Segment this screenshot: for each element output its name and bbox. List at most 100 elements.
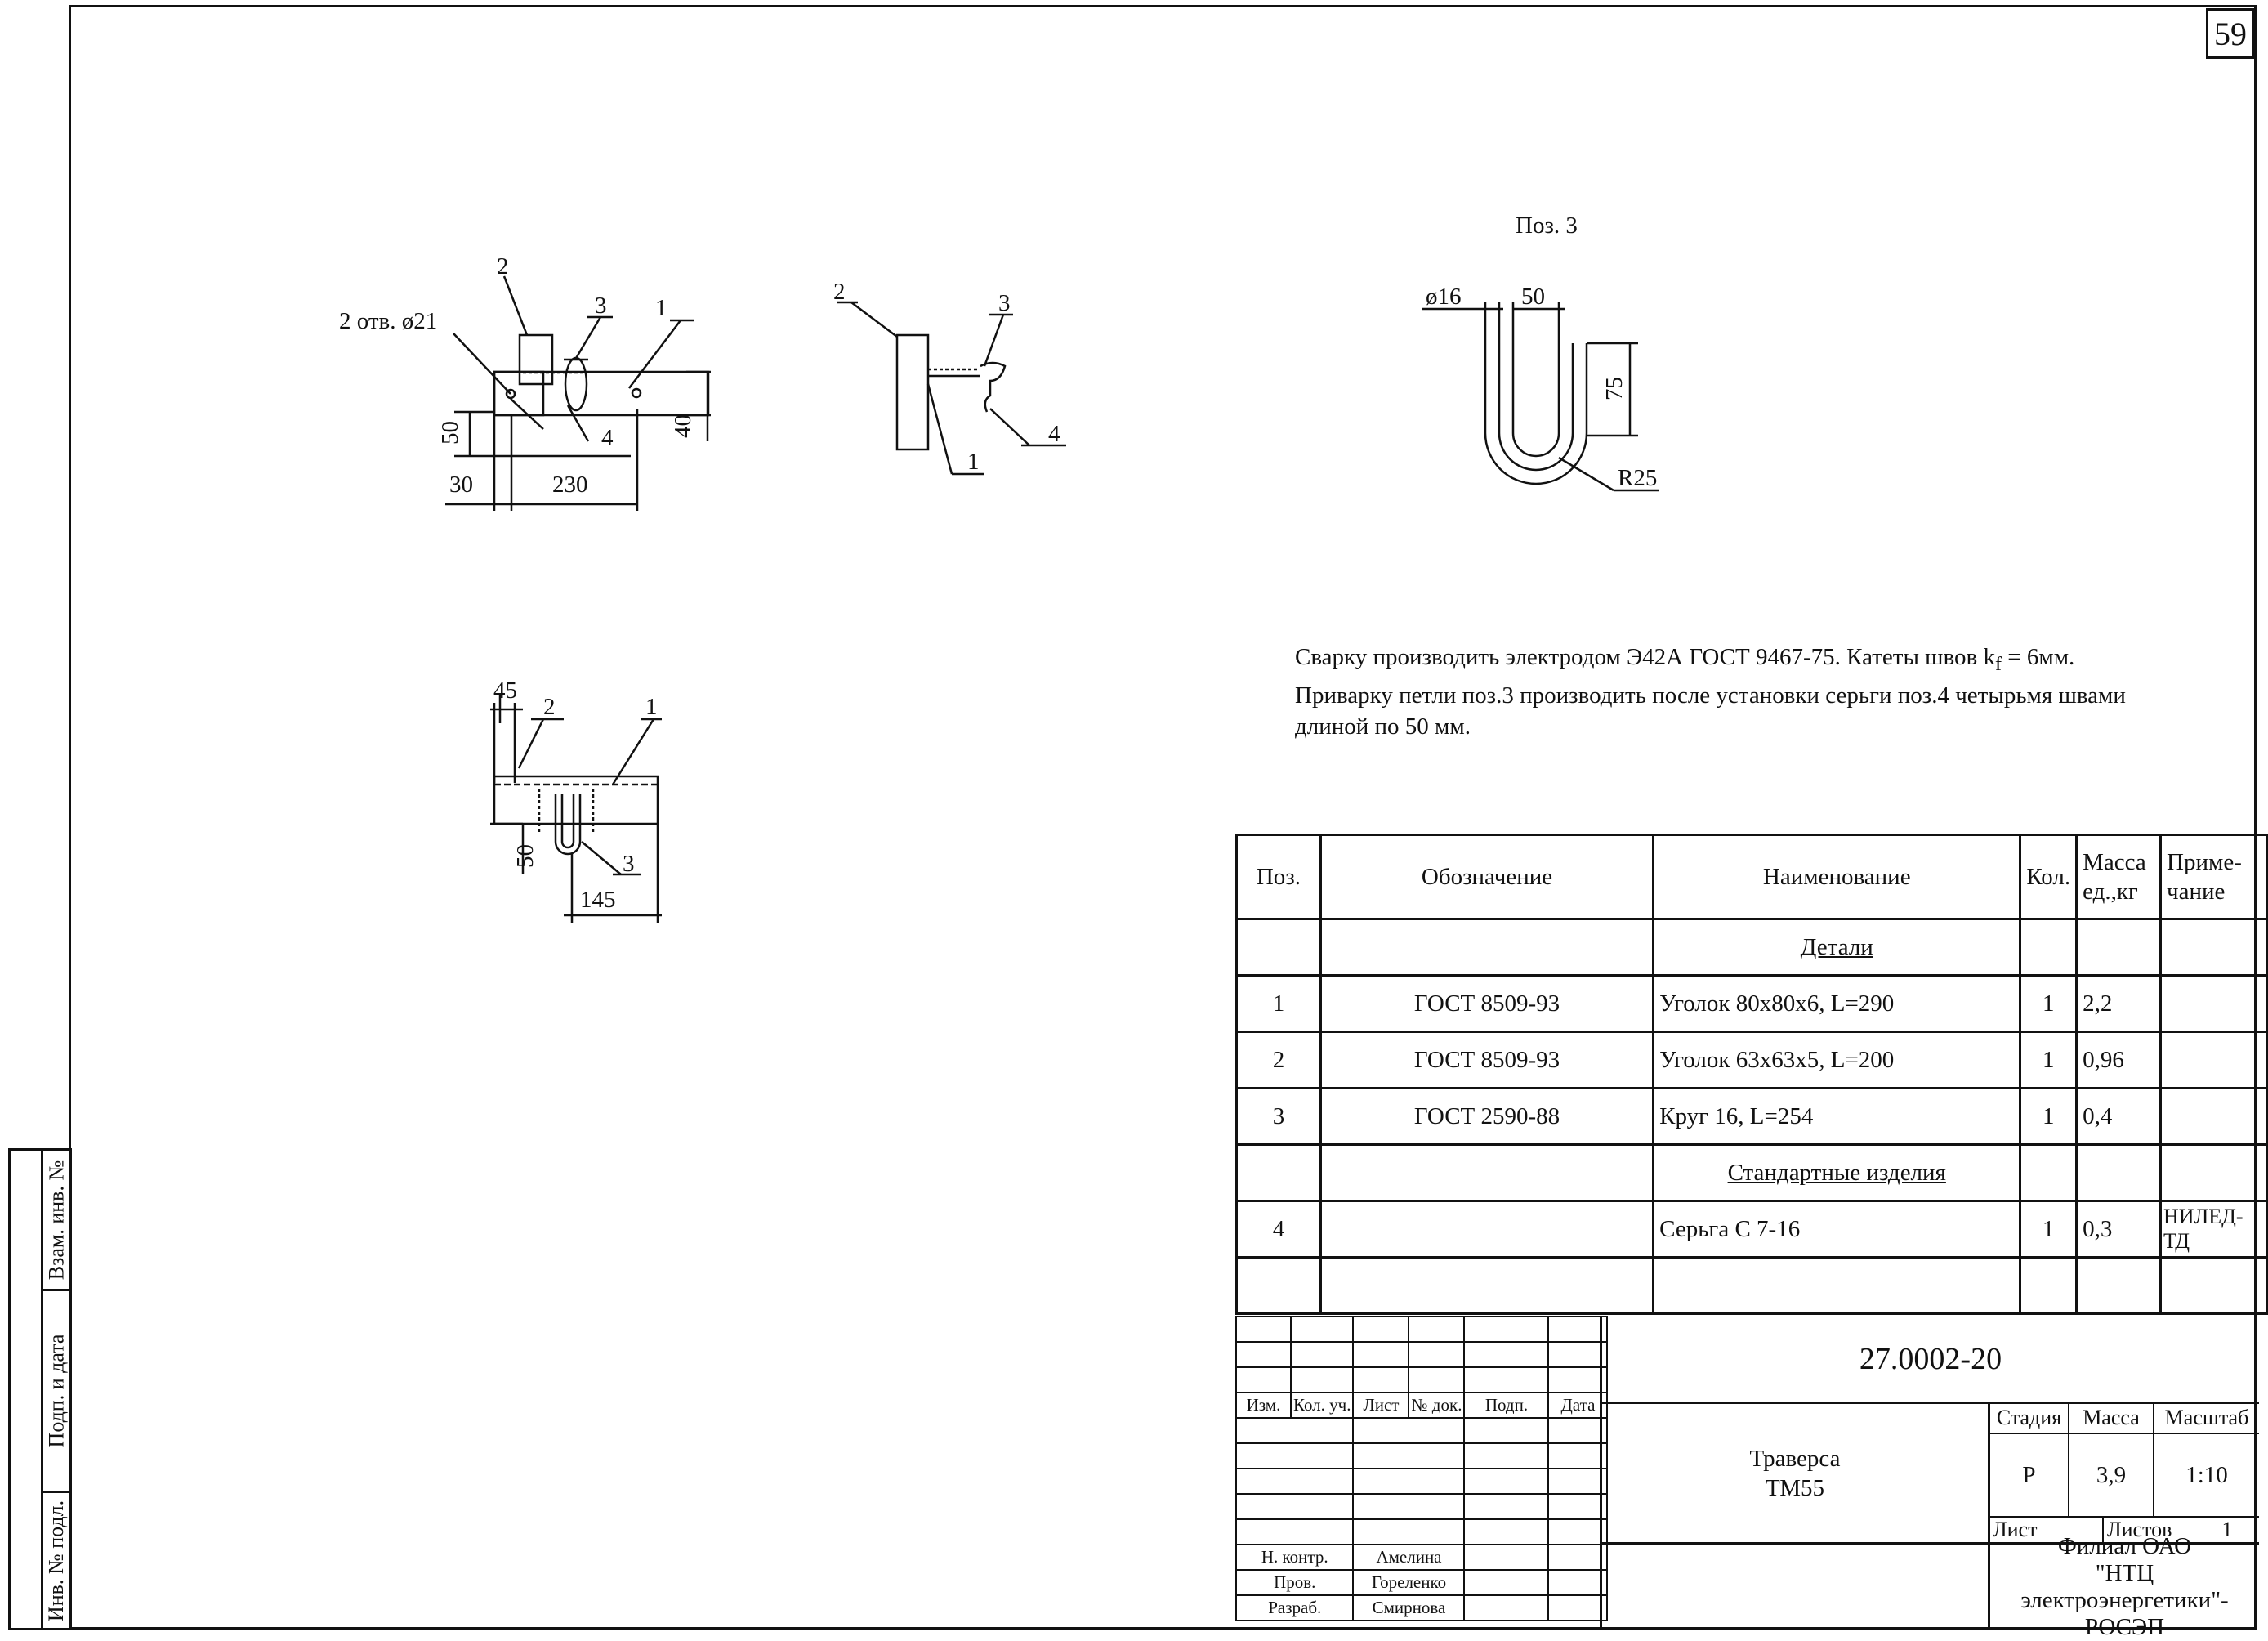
- view1-pos2: 2: [497, 253, 509, 279]
- role-norm-control: Н. контр.: [1234, 1544, 1355, 1571]
- cell-mass: 0,4: [2075, 1087, 2163, 1146]
- signature-row: Н. контр. Амелина: [1234, 1544, 1609, 1571]
- section-details-title: Детали: [1800, 933, 1873, 960]
- col-list: Лист: [1352, 1392, 1410, 1419]
- header-designation: Обозначение: [1319, 834, 1655, 920]
- title-line-1: Траверса: [1749, 1445, 1841, 1472]
- hole-label: 2 отв. ø21: [339, 308, 437, 334]
- header-note: Приме-чание: [2159, 834, 2268, 920]
- view1-dim-40: 40: [670, 414, 696, 438]
- table-row: 3 ГОСТ 2590-88 Круг 16, L=254 1 0,4: [1235, 1087, 2268, 1146]
- cell-name: Серьга С 7-16: [1652, 1200, 2022, 1259]
- view3-dia: ø16: [1426, 284, 1462, 310]
- stage-value: Р: [2022, 1461, 2036, 1488]
- cell-mass: 0,96: [2075, 1031, 2163, 1089]
- sheets-count: 1: [2221, 1518, 2233, 1541]
- cell-pos: 4: [1235, 1200, 1322, 1259]
- title-line-2: ТМ55: [1765, 1474, 1825, 1501]
- section-row-standard: Стандартные изделия: [1235, 1143, 2268, 1202]
- note-line-3: длиной по 50 мм.: [1295, 713, 1471, 740]
- role-checked: Пров.: [1234, 1569, 1355, 1596]
- view1-pos1: 1: [655, 295, 667, 321]
- technical-notes: Сварку производить электродом Э42А ГОСТ …: [1295, 642, 2243, 742]
- specification-table: Поз. Обозначение Наименование Кол. Масса…: [1235, 834, 2268, 1315]
- spec-header-row: Поз. Обозначение Наименование Кол. Масса…: [1235, 834, 2268, 920]
- drawing-title: Траверса ТМ55: [1602, 1404, 1988, 1542]
- stage-label: Стадия: [1996, 1406, 2062, 1429]
- section-row-details: Детали: [1235, 918, 2268, 977]
- cell-pos: 3: [1235, 1087, 1322, 1146]
- title-block-revision-grid: Изм. Кол. уч. Лист № док. Подп. Дата Н. …: [1234, 1316, 1609, 1621]
- view4-dim-145: 145: [580, 887, 616, 913]
- page-number: 59: [2206, 8, 2255, 59]
- name-developed: Смирнова: [1352, 1594, 1466, 1621]
- cell-designation: ГОСТ 2590-88: [1319, 1087, 1655, 1146]
- drawing-frame: [69, 5, 2257, 1630]
- view1-dim-50: 50: [437, 421, 463, 445]
- table-row: 4 Серьга С 7-16 1 0,3 НИЛЕД-ТД: [1235, 1200, 2268, 1259]
- view3-loop: [1422, 302, 1659, 492]
- view1-pos4: 4: [601, 425, 614, 451]
- name-norm-control: Амелина: [1352, 1544, 1466, 1571]
- col-kol-uch: Кол. уч.: [1289, 1392, 1355, 1419]
- view4-top: [490, 693, 662, 923]
- cell-note: [2159, 974, 2268, 1033]
- note-line-2: Приварку петли поз.3 производить после у…: [1295, 682, 2126, 709]
- role-developed: Разраб.: [1234, 1594, 1355, 1621]
- header-pos: Поз.: [1235, 834, 1322, 920]
- col-sign: Подп.: [1463, 1392, 1550, 1419]
- view3-radius: R25: [1618, 465, 1657, 491]
- cell-designation: ГОСТ 8509-93: [1319, 974, 1655, 1033]
- cell-name: Уголок 63х63х5, L=200: [1652, 1031, 2022, 1089]
- view2-pos2: 2: [833, 279, 846, 305]
- col-doc: № док.: [1408, 1392, 1466, 1419]
- cell-name: Уголок 80х80х6, L=290: [1652, 974, 2022, 1033]
- cell-qty: 1: [2019, 1031, 2078, 1089]
- view1-dim-230: 230: [552, 472, 588, 498]
- revision-header-row: Изм. Кол. уч. Лист № док. Подп. Дата: [1235, 1392, 1609, 1419]
- view4-pos2: 2: [543, 694, 556, 720]
- header-name: Наименование: [1652, 834, 2022, 920]
- signature-row: Разраб. Смирнова: [1234, 1594, 1609, 1621]
- view4-dim-50: 50: [512, 844, 538, 868]
- cell-mass: 0,3: [2075, 1200, 2163, 1259]
- name-checked: Гореленко: [1352, 1569, 1466, 1596]
- view1-pos3: 3: [595, 293, 607, 319]
- header-qty: Кол.: [2019, 834, 2078, 920]
- org-line-1: Филиал ОАО: [2057, 1533, 2192, 1559]
- view3-title: Поз. 3: [1516, 212, 1578, 239]
- cell-mass: 2,2: [2075, 974, 2163, 1033]
- view1-front: [445, 275, 711, 511]
- side-stamp: Взам. инв. № Подп. и дата Инв. № подл.: [8, 1148, 72, 1630]
- view2-pos1: 1: [967, 449, 980, 475]
- col-date: Дата: [1547, 1392, 1609, 1419]
- view3-dim-50: 50: [1521, 284, 1545, 310]
- mass-label: Масса: [2083, 1406, 2140, 1429]
- table-row: 1 ГОСТ 8509-93 Уголок 80х80х6, L=290 1 2…: [1235, 974, 2268, 1033]
- cell-note: НИЛЕД-ТД: [2159, 1200, 2268, 1259]
- sheets-label: Листов: [2107, 1518, 2172, 1541]
- organization: Филиал ОАО "НТЦ электроэнергетики"- РОСЭ…: [1990, 1533, 2259, 1640]
- cell-pos: 2: [1235, 1031, 1322, 1089]
- table-row: 2 ГОСТ 8509-93 Уголок 63х63х5, L=200 1 0…: [1235, 1031, 2268, 1089]
- view2-pos3: 3: [998, 290, 1011, 316]
- title-block-main: 27.0002-20 Траверса ТМ55 Стадия Масса Ма…: [1600, 1316, 2259, 1640]
- view2-side: [837, 301, 1066, 476]
- view4-dim-45: 45: [493, 677, 517, 704]
- document-number: 27.0002-20: [1859, 1341, 2002, 1376]
- table-row-empty: [1235, 1256, 2268, 1315]
- signature-row: Пров. Гореленко: [1234, 1569, 1609, 1596]
- section-standard-title: Стандартные изделия: [1727, 1159, 1946, 1186]
- note-line-1: Сварку производить электродом Э42А ГОСТ …: [1295, 644, 2075, 675]
- mass-value: 3,9: [2096, 1461, 2127, 1488]
- cell-note: [2159, 1087, 2268, 1146]
- org-line-3: РОСЭП: [2084, 1614, 2165, 1640]
- side-stamp-blank-column: [8, 1148, 43, 1630]
- cell-qty: 1: [2019, 1200, 2078, 1259]
- view1-dim-30: 30: [449, 472, 473, 498]
- org-line-2: "НТЦ электроэнергетики"-: [2020, 1560, 2229, 1613]
- cell-pos: 1: [1235, 974, 1322, 1033]
- view4-pos3: 3: [623, 851, 635, 877]
